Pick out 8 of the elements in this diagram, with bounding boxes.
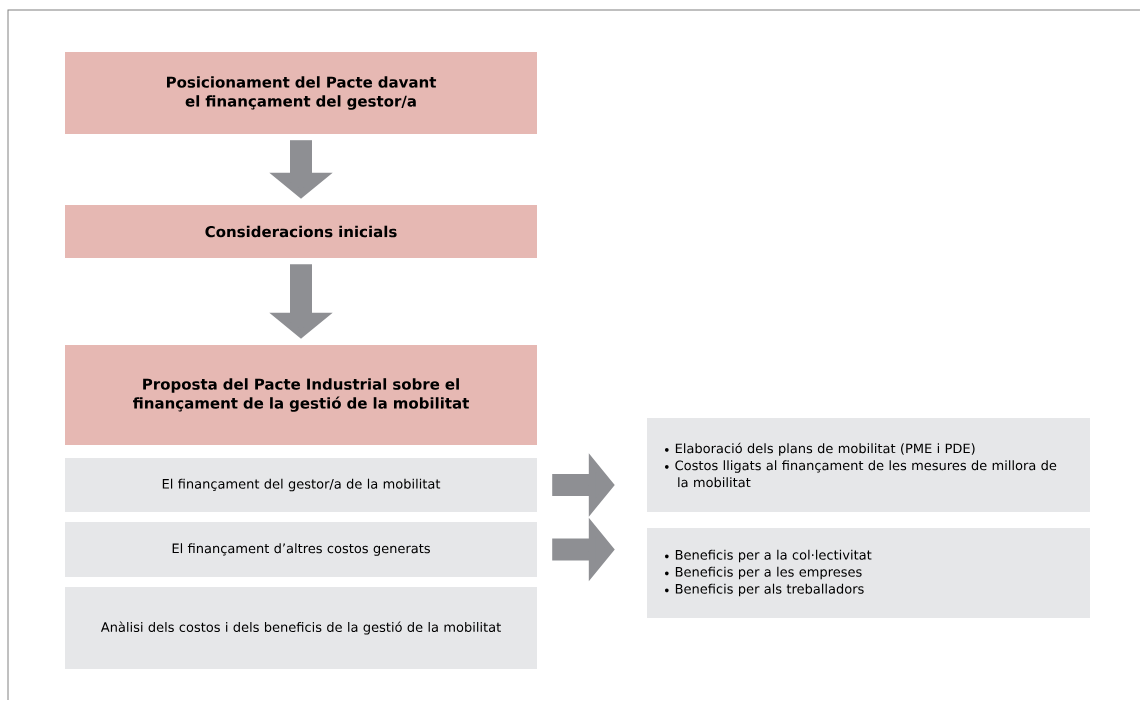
heading-box: Consideracions inicials	[65, 205, 537, 258]
topic-box: El finançament d’altres costos generats	[65, 522, 537, 577]
bullet-list-box: Beneficis per a la col·lectivitat Beneficis per a les empreses Beneficis per als treballadors	[647, 528, 1090, 618]
heading-box: Posicionament del Pacte davant el finançament del gestor/a	[65, 52, 537, 134]
topic-box: Anàlisi dels costos i dels beneficis de la gestió de la mobilitat	[65, 587, 537, 669]
heading-box: Proposta del Pacte Industrial sobre el finançament de la gestió de la mobilitat	[65, 345, 537, 445]
bullet-list-box: Elaboració dels plans de mobilitat (PME i PDE) Costos lligats al finançament de les mesures de millora de la mobilitat	[647, 418, 1090, 512]
topic-box: El finançament del gestor/a de la mobilitat	[65, 458, 537, 512]
